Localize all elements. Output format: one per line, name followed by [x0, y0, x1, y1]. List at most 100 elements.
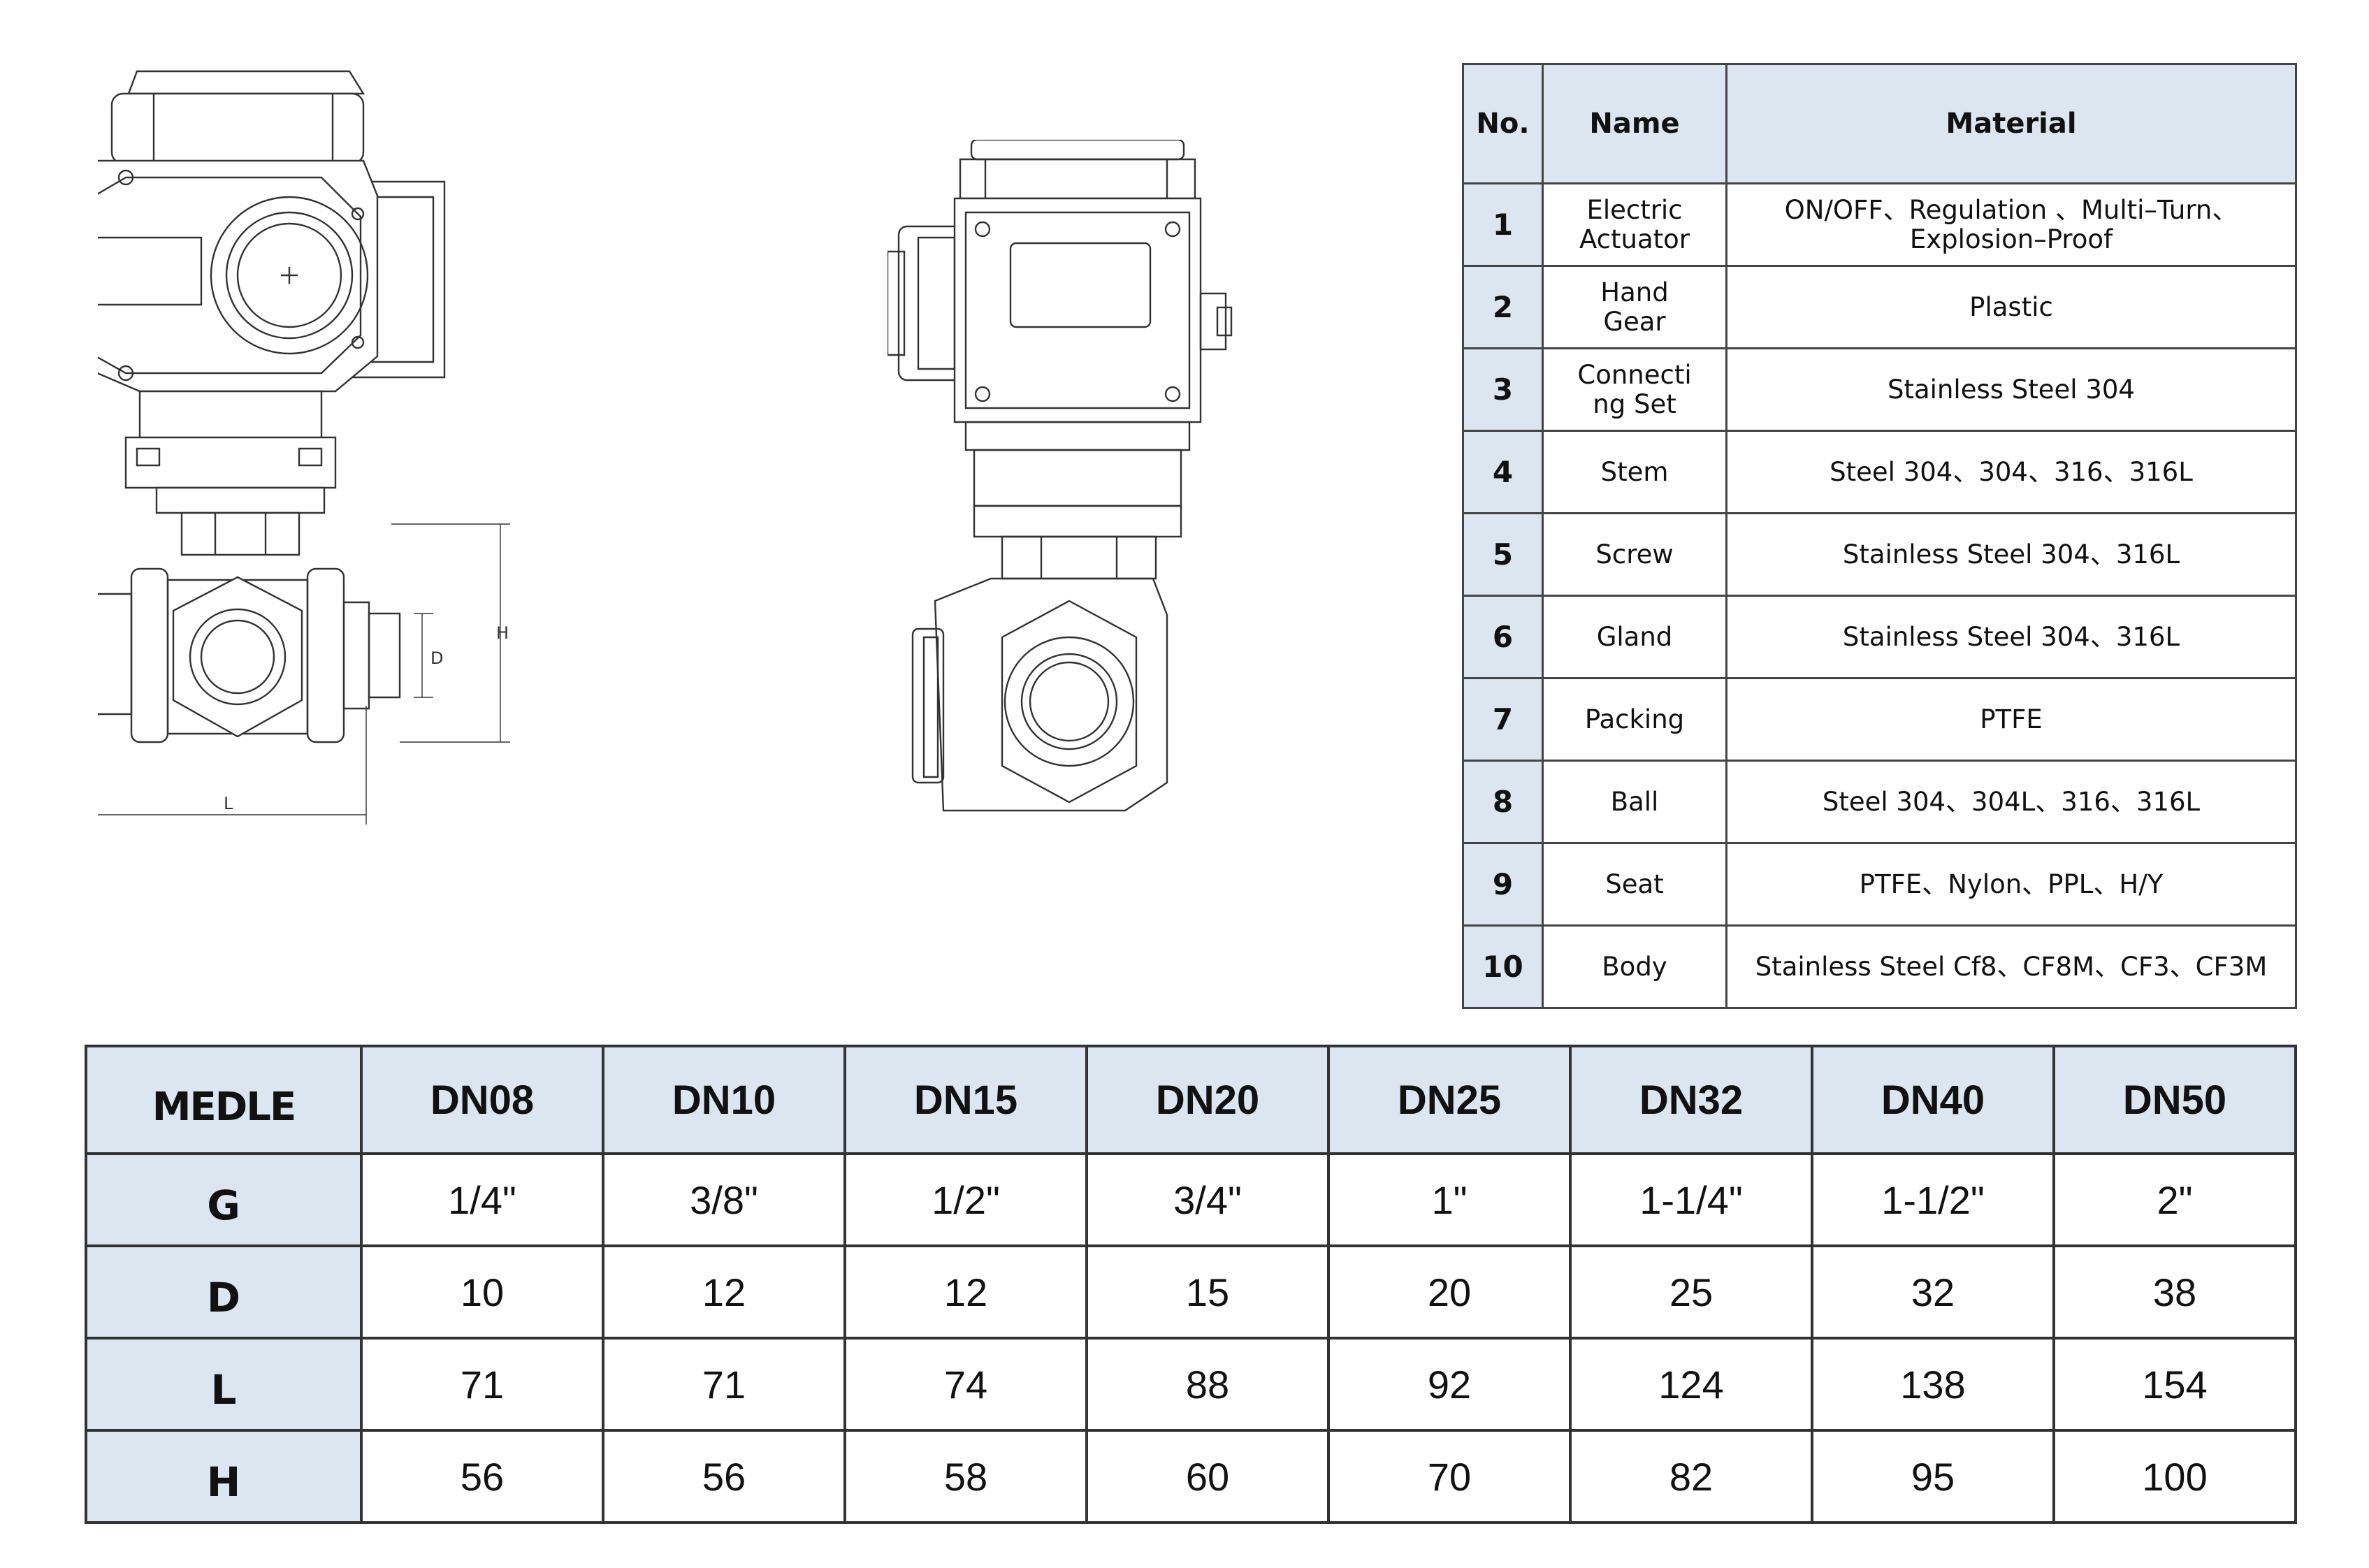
bore-dimension-label: D	[430, 648, 443, 668]
cell-line: Stainless Steel 304、316L	[1842, 539, 2180, 569]
part-material: Steel 304、304L、316、316L	[1725, 760, 2297, 844]
cell-line: Body	[1602, 951, 1667, 982]
row-number: 10	[1462, 924, 1544, 1009]
table-row: 7 Packing PTFE	[1462, 677, 2297, 762]
table-row: 4 Stem Steel 304、304、316、316L	[1462, 430, 2297, 514]
dimension-value: 2"	[2052, 1152, 2297, 1247]
cell-line: Connecti	[1577, 360, 1692, 391]
part-name: Screw	[1542, 512, 1727, 597]
size-column-header: DN40	[1811, 1045, 2055, 1155]
table-row: 10 Body Stainless Steel Cf8、CF8M、CF3、CF3M	[1462, 924, 2297, 1009]
cell-line: Stem	[1600, 456, 1669, 487]
header-material: Material	[1725, 63, 2297, 184]
table-row: 6 Gland Stainless Steel 304、316L	[1462, 595, 2297, 679]
cell-line: Steel 304、304、316、316L	[1830, 456, 2193, 487]
cell-line: Steel 304、304L、316、316L	[1822, 786, 2201, 817]
cell-line: Actuator	[1579, 224, 1690, 254]
table-row: 9 Seat PTFE、Nylon、PPL、H/Y	[1462, 842, 2297, 927]
dimension-value: 74	[843, 1337, 1088, 1432]
dimension-value: 32	[1811, 1244, 2055, 1340]
row-number: 9	[1462, 842, 1544, 927]
size-column-header: DN10	[602, 1045, 846, 1155]
row-number: 8	[1462, 760, 1544, 844]
dimension-value: 95	[1811, 1429, 2055, 1524]
dimension-row-label: D	[85, 1244, 363, 1340]
dimension-value: 88	[1085, 1337, 1330, 1432]
row-number: 7	[1462, 677, 1544, 762]
dimension-row-label: L	[85, 1337, 363, 1432]
side-view-drawing	[888, 140, 1335, 894]
part-material: PTFE、Nylon、PPL、H/Y	[1725, 842, 2297, 927]
dimension-value: 3/8"	[602, 1152, 846, 1247]
dimension-value: 154	[2052, 1337, 2297, 1432]
dimension-value: 138	[1811, 1337, 2055, 1432]
front-view-drawing: H D L	[98, 63, 727, 901]
cell-line: PTFE	[1980, 704, 2043, 734]
header-name: Name	[1542, 63, 1727, 184]
part-material: Stainless Steel 304、316L	[1725, 512, 2297, 597]
dimension-value: 10	[360, 1244, 604, 1340]
cell-line: Electric	[1586, 195, 1683, 226]
cell-line: ON/OFF、Regulation 、Multi–Turn、	[1784, 195, 2238, 226]
dimension-value: 100	[2052, 1429, 2297, 1524]
cell-line: Stainless Steel 304	[1888, 374, 2135, 405]
dimension-value: 1/4"	[360, 1152, 604, 1247]
cell-line: Gear	[1603, 306, 1666, 337]
height-dimension-label: H	[496, 623, 509, 643]
row-number: 5	[1462, 512, 1544, 597]
dimension-value: 20	[1327, 1244, 1572, 1340]
cell-line: Packing	[1584, 704, 1685, 734]
row-number: 2	[1462, 265, 1544, 349]
size-column-header: DN25	[1327, 1045, 1572, 1155]
part-material: Stainless Steel 304	[1725, 347, 2297, 432]
dimension-value: 12	[843, 1244, 1088, 1340]
part-name: Stem	[1542, 430, 1727, 514]
dimension-value: 70	[1327, 1429, 1572, 1524]
row-number: 4	[1462, 430, 1544, 514]
dimension-value: 71	[360, 1337, 604, 1432]
cell-line: PTFE、Nylon、PPL、H/Y	[1859, 869, 2164, 899]
dimension-value: 56	[360, 1429, 604, 1524]
dimension-value: 1-1/2"	[1811, 1152, 2055, 1247]
row-number: 1	[1462, 182, 1544, 267]
materials-header-row: No. Name Material	[1462, 63, 2297, 184]
part-name: Ball	[1542, 760, 1727, 844]
dimension-row-label: H	[85, 1429, 363, 1524]
cell-line: Stainless Steel Cf8、CF8M、CF3、CF3M	[1755, 951, 2268, 982]
dimension-value: 25	[1569, 1244, 1813, 1340]
part-name: Body	[1542, 924, 1727, 1009]
cell-line: Plastic	[1969, 291, 2053, 322]
dimension-value: 56	[602, 1429, 846, 1524]
dimension-value: 58	[843, 1429, 1088, 1524]
header-no: No.	[1462, 63, 1544, 184]
cell-line: Seat	[1605, 869, 1664, 899]
table-row: 8 Ball Steel 304、304L、316、316L	[1462, 760, 2297, 844]
length-dimension-label: L	[224, 794, 233, 813]
dimension-value: 1/2"	[843, 1152, 1088, 1247]
part-name: Seat	[1542, 842, 1727, 927]
dimension-value: 82	[1569, 1429, 1813, 1524]
size-column-header: DN50	[2052, 1045, 2297, 1155]
cell-line: Ball	[1610, 786, 1659, 817]
dimension-value: 38	[2052, 1244, 2297, 1340]
part-material: Plastic	[1725, 265, 2297, 349]
cell-line: Gland	[1596, 621, 1673, 652]
row-number: 6	[1462, 595, 1544, 679]
dimension-value: 12	[602, 1244, 846, 1340]
cell-line: Stainless Steel 304、316L	[1842, 621, 2180, 652]
